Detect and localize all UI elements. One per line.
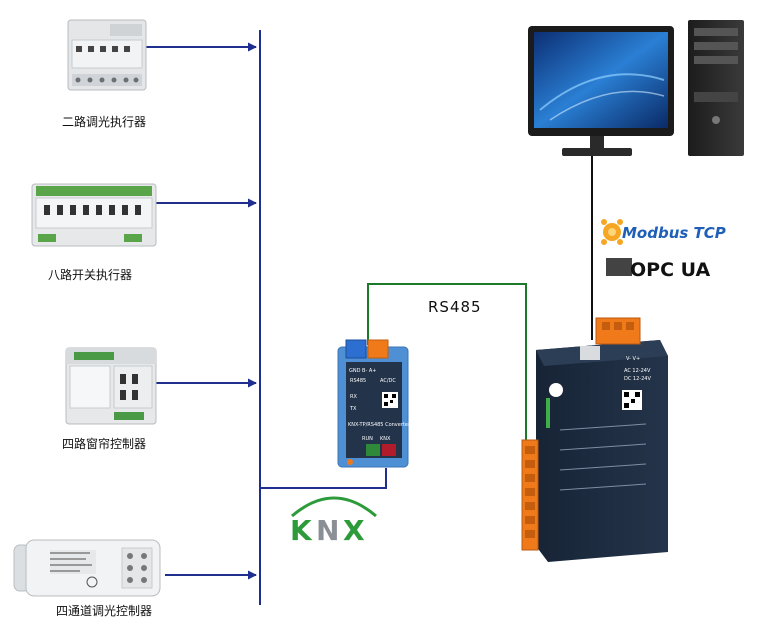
opc-ua-text: OPC UA (630, 259, 710, 281)
device-label-4: 四通道调光控制器 (56, 604, 152, 618)
device-switch-actuator (31, 183, 157, 247)
knx-logo-n: N (316, 514, 339, 547)
knx-logo: K N X (290, 496, 377, 547)
gateway-power: V- V+ (626, 356, 640, 362)
device-label-3: 四路窗帘控制器 (62, 436, 146, 451)
converter-acdc: AC/DC (380, 378, 396, 384)
device-label-2: 八路开关执行器 (48, 267, 132, 282)
modbus-tcp-logo: Modbus TCP (601, 219, 726, 245)
converter-run: RUN (362, 436, 373, 442)
converter-rs485: RS485 (350, 378, 366, 384)
computer-workstation (528, 20, 744, 156)
gateway-ac: AC 12-24V (624, 368, 651, 374)
gateway-dc: DC 12-24V (624, 376, 651, 382)
modbus-gateway-device: V- V+ AC 12-24V DC 12-24V (521, 317, 668, 562)
device-4ch-dimming-controller (13, 539, 161, 597)
device-label-1: 二路调光执行器 (62, 114, 146, 129)
knx-logo-k: K (290, 514, 313, 547)
converter-ports-left: GND B- A+ (349, 368, 377, 374)
opc-ua-logo: OPC UA (606, 258, 710, 281)
rs485-label: RS485 (428, 298, 482, 316)
converter-model: KNX-TP/RS485 Converter (348, 422, 411, 428)
converter-tx: TX (349, 406, 357, 412)
device-curtain-controller (65, 347, 157, 425)
knx-converter-link (260, 468, 387, 489)
converter-rx: RX (350, 394, 357, 400)
rs485-line (367, 283, 527, 444)
modbus-tcp-text: Modbus TCP (622, 224, 726, 242)
device-dimming-actuator (67, 19, 147, 91)
knx-rs485-converter: GND B- A+ RS485 AC/DC RX TX KNX-TP/RS485… (337, 339, 411, 468)
converter-knx: KNX (380, 436, 391, 442)
knx-logo-x: X (343, 514, 365, 547)
